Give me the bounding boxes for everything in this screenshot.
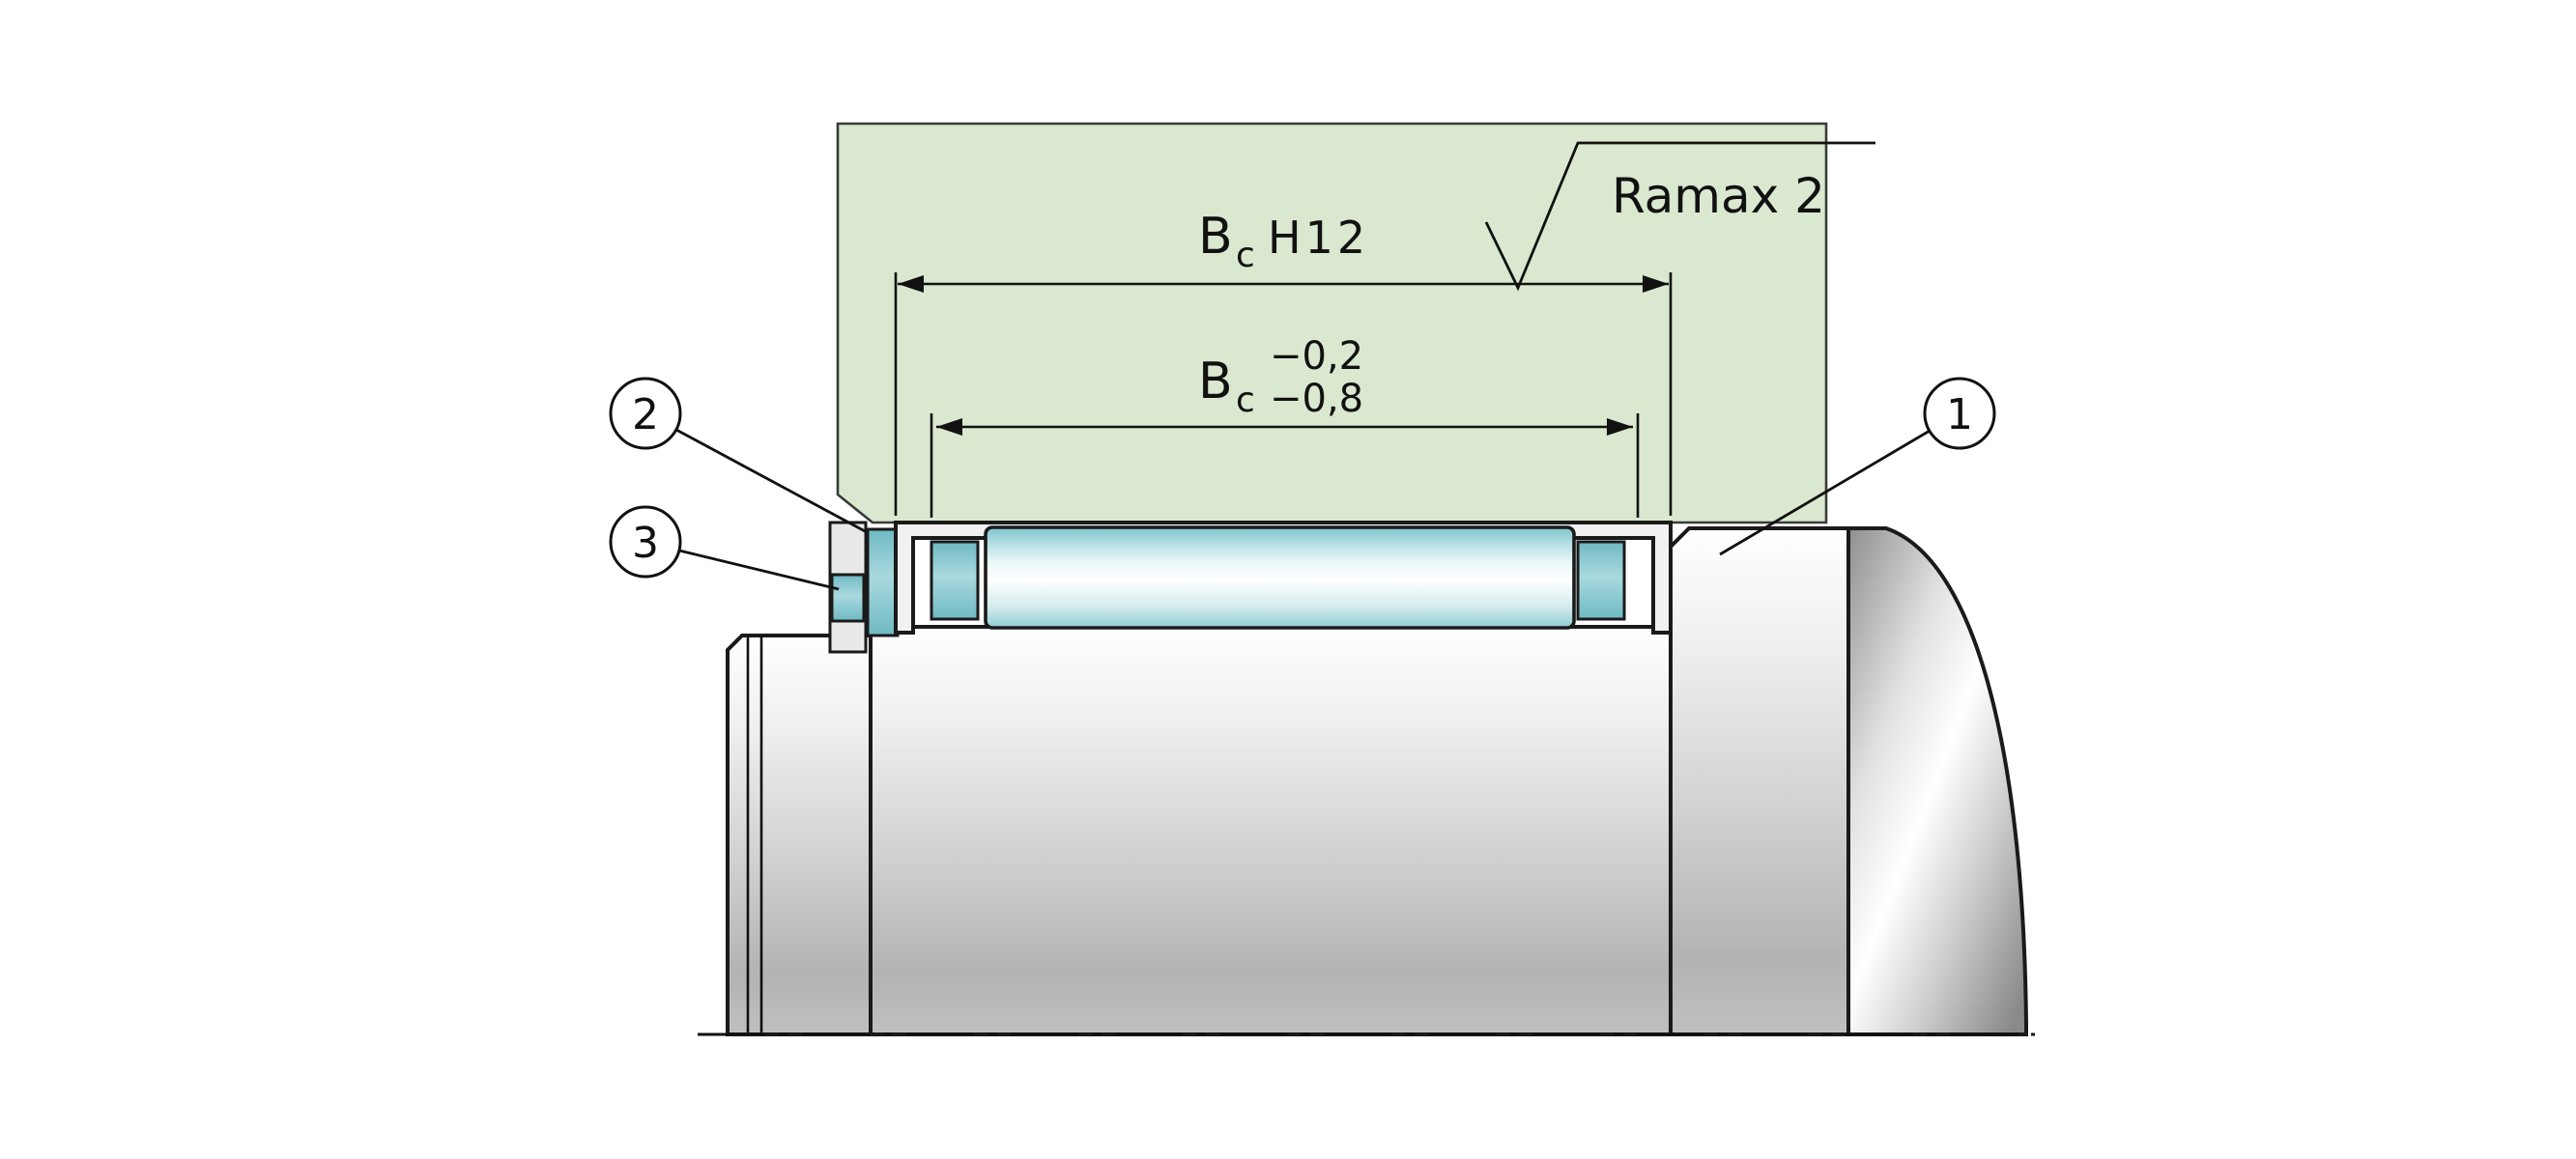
arrowhead-left: [898, 275, 924, 293]
cage-end-right: [1576, 540, 1626, 621]
roughness-check-icon: [1484, 141, 1875, 292]
callout-circle: [1923, 377, 1996, 450]
dim-subscript: c: [1236, 381, 1255, 420]
dim-symbol: B: [1198, 353, 1233, 410]
arrowhead-right: [1607, 418, 1633, 436]
shaft-main-body: [869, 625, 1673, 1036]
callout-number: 3: [632, 519, 659, 568]
dim-tol-lower: −0,8: [1270, 377, 1363, 421]
leader-line: [1719, 429, 1931, 556]
bearing-outer-ring: [894, 521, 1673, 635]
callout-3: 3: [609, 505, 840, 591]
dim-subscript: c: [1236, 236, 1255, 275]
leader-line: [678, 549, 840, 591]
callout-number: 2: [632, 390, 659, 439]
snap-ring: [866, 527, 900, 637]
dim-symbol: B: [1198, 208, 1233, 266]
callout-circle: [609, 505, 682, 579]
support-washer: [830, 573, 866, 623]
needle-rollers: [984, 525, 1576, 630]
leader-line: [675, 428, 868, 534]
dim-tol-upper: −0,2: [1270, 334, 1363, 379]
callout-circle: [609, 377, 682, 450]
dimension-bc-h12: B c H12: [894, 208, 1673, 516]
roughness-label: Ramax 2: [1612, 168, 1825, 224]
dim-fit: H12: [1268, 212, 1369, 264]
shaft-shoulder: [1669, 526, 1850, 1036]
arrowhead-left: [936, 418, 962, 436]
callout-1: 1: [1719, 377, 1996, 556]
dimension-bc-tolerance: B c −0,2 −0,8: [930, 334, 1640, 518]
cage-end-left: [930, 540, 980, 621]
roughness-symbol: Ramax 2: [1484, 141, 1875, 292]
shaft-cone-end: [1846, 526, 2028, 1036]
callout-number: 1: [1946, 390, 1973, 439]
callout-2: 2: [609, 377, 868, 534]
arrowhead-right: [1643, 275, 1669, 293]
